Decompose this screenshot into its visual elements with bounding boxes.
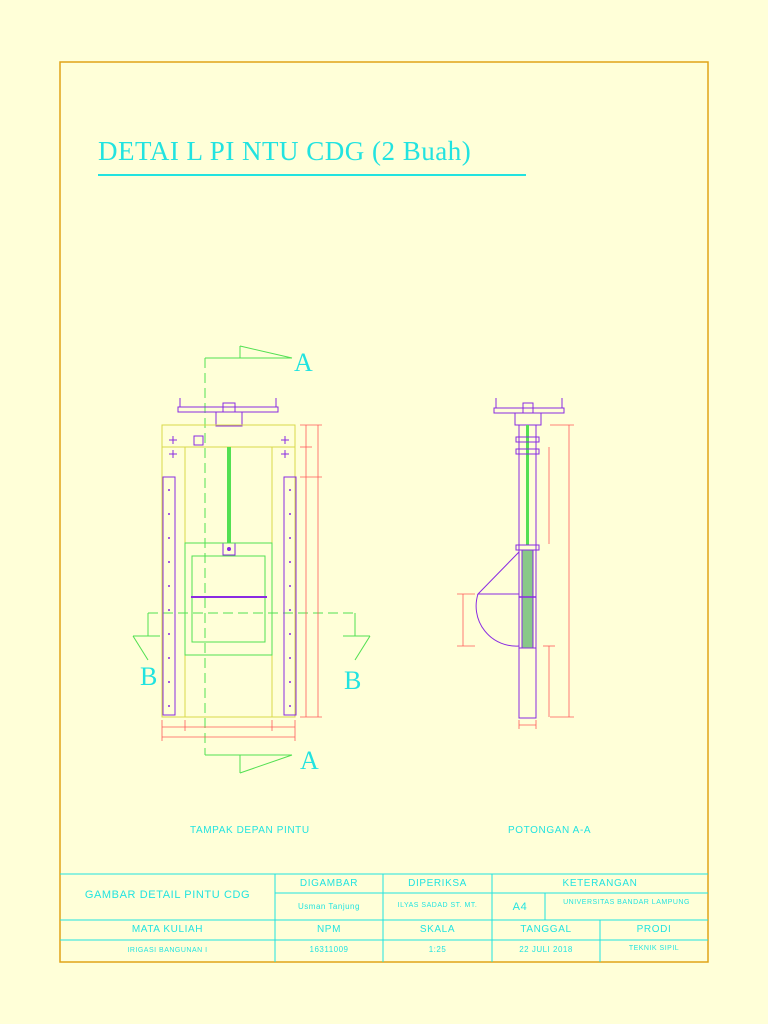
title-underline <box>98 174 526 176</box>
tb-npm-label: NPM <box>316 924 342 935</box>
section-a-bottom-arrow <box>205 754 293 774</box>
tb-digambar-value: Usman Tanjung <box>298 902 360 911</box>
section-label-a-bottom: A <box>300 746 320 775</box>
tb-mata-kuliah-value: IRIGASI BANGUNAN I <box>127 947 208 954</box>
tb-keterangan-label: KETERANGAN <box>562 878 638 889</box>
spindle-nut <box>193 435 204 446</box>
section-view <box>457 398 574 729</box>
gate-stem <box>227 447 231 543</box>
section-dimensions <box>457 424 574 729</box>
front-view <box>132 345 371 774</box>
tb-diperiksa-value: ILYAS SADAD ST. MT. <box>397 902 478 909</box>
caption-front-view: TAMPAK DEPAN PINTU <box>190 825 310 836</box>
section-gate-leaf <box>521 549 534 649</box>
tb-drawing-name: GAMBAR DETAIL PINTU CDG <box>84 889 251 901</box>
tb-tanggal-label: TANGGAL <box>520 924 572 935</box>
tb-sheet-size: A4 <box>512 901 528 913</box>
tb-skala-label: SKALA <box>419 924 456 935</box>
section-b-right-arrow <box>343 613 371 661</box>
section-stem <box>526 425 529 545</box>
tb-prodi-value: TEKNIK SIPIL <box>628 945 680 952</box>
tb-skala-value: 1:25 <box>428 945 447 954</box>
drawing-title: DETAI L PI NTU CDG (2 Buah) <box>98 136 472 166</box>
anchor-bolts <box>169 436 289 458</box>
front-dimensions <box>161 424 322 741</box>
title-block-lines <box>60 873 708 962</box>
tb-tanggal-value: 22 JULI 2018 <box>519 945 573 954</box>
section-handwheel <box>493 398 565 426</box>
sheet-border <box>59 61 709 963</box>
section-label-b-right: B <box>344 666 362 695</box>
tb-diperiksa-label: DIPERIKSA <box>408 878 467 889</box>
section-label-a-top: A <box>294 348 314 377</box>
tb-digambar-label: DIGAMBAR <box>299 878 359 889</box>
section-b-left-arrow <box>132 613 160 661</box>
tb-institution: UNIVERSITAS BANDAR LAMPUNG <box>563 899 690 906</box>
section-a-top-arrow <box>205 345 293 359</box>
tb-prodi-label: PRODI <box>636 924 672 935</box>
gate-leaf <box>184 542 273 656</box>
left-post <box>162 476 176 716</box>
section-label-b-left: B <box>140 662 158 691</box>
right-post <box>283 476 297 716</box>
post-bolts <box>168 489 291 707</box>
caption-section-view: POTONGAN A-A <box>508 825 592 836</box>
tb-npm-value: 16311009 <box>309 945 349 954</box>
tb-mata-kuliah-label: MATA KULIAH <box>131 924 204 935</box>
section-segment-gate <box>475 551 520 647</box>
handwheel <box>177 398 279 427</box>
